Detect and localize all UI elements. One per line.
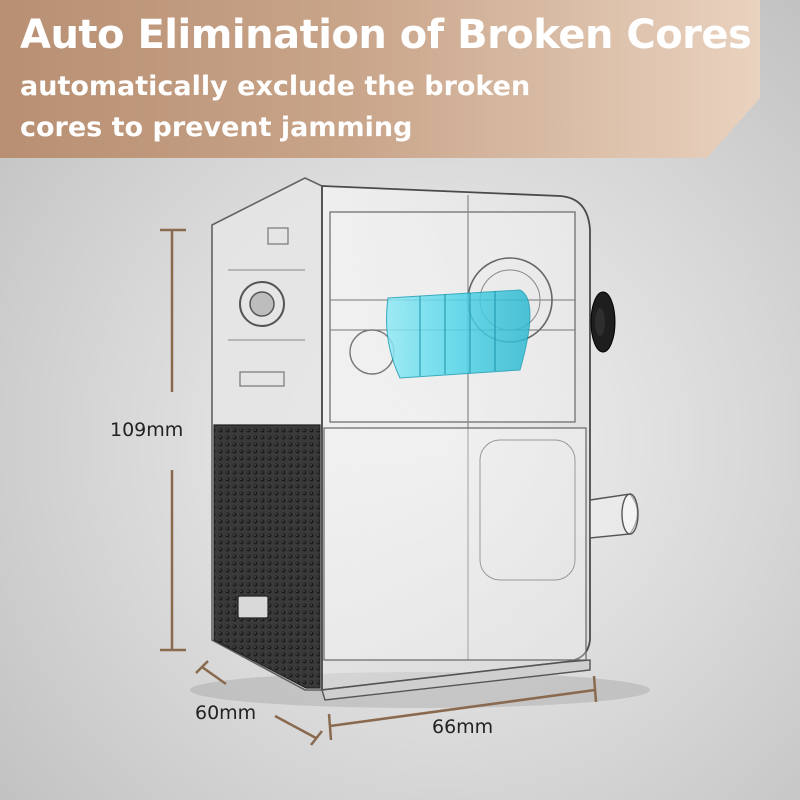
pencil-entry-ring-icon	[239, 281, 285, 327]
side-panel	[211, 177, 323, 691]
base-plate	[321, 659, 591, 701]
width-dimension-label: 66mm	[432, 716, 494, 738]
subheadline-line-1: automatically exclude the broken	[20, 71, 531, 102]
depth-dimension-label: 60mm	[195, 702, 257, 724]
front-body	[321, 185, 591, 692]
subheadline-line-2: cores to prevent jamming	[20, 112, 413, 143]
side-slot	[237, 595, 269, 619]
headline: Auto Elimination of Broken Cores	[20, 12, 752, 58]
shavings-drawer	[323, 427, 587, 661]
pencil-holder-handle	[589, 493, 639, 539]
textured-grip-panel	[213, 424, 321, 689]
crank-knob	[590, 291, 616, 353]
cutter-core-highlight	[386, 289, 531, 379]
dimension-lines	[160, 228, 598, 746]
height-dimension-label: 109mm	[110, 419, 184, 441]
headline-banner	[0, 0, 760, 158]
